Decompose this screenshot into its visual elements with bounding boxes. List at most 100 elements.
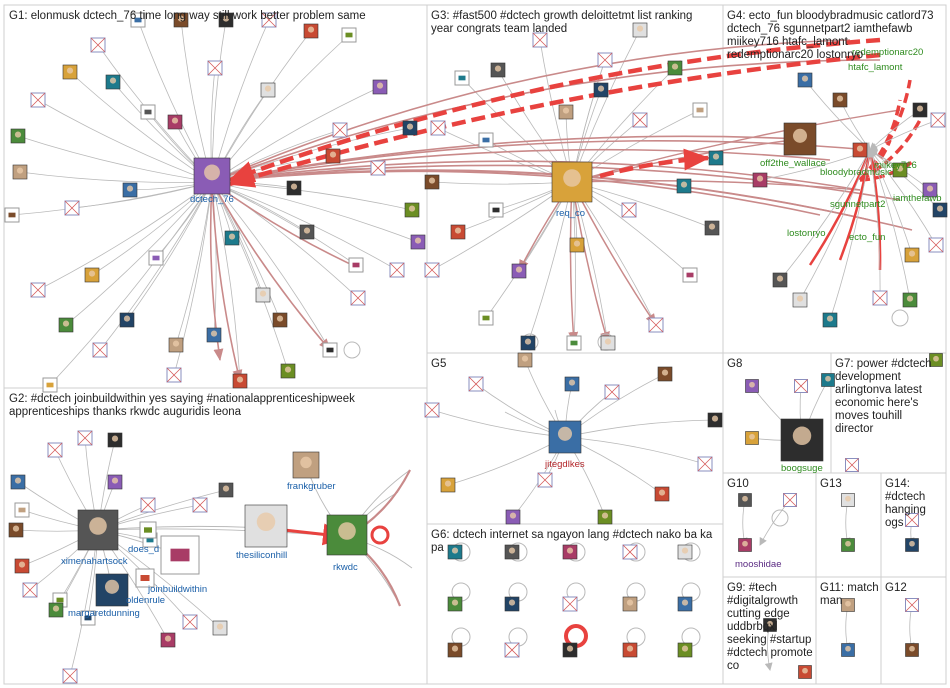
node-oldenrule[interactable] [135, 568, 155, 588]
user-node[interactable] [912, 102, 928, 118]
user-node[interactable] [410, 234, 426, 250]
user-node[interactable] [10, 474, 26, 490]
user-node[interactable] [569, 237, 585, 253]
user-node[interactable] [597, 509, 613, 525]
user-node[interactable] [173, 12, 189, 28]
user-node[interactable] [902, 292, 918, 308]
user-node[interactable] [622, 596, 638, 612]
user-node[interactable] [905, 643, 919, 657]
user-node[interactable] [745, 431, 759, 445]
user-node[interactable] [261, 12, 277, 28]
user-node[interactable] [4, 207, 20, 223]
user-node[interactable] [532, 32, 548, 48]
user-node[interactable] [841, 643, 855, 657]
user-node[interactable] [478, 310, 494, 326]
user-node[interactable] [107, 432, 123, 448]
node-d-square[interactable] [708, 150, 724, 166]
user-node[interactable] [64, 200, 80, 216]
user-node[interactable] [621, 202, 637, 218]
user-node[interactable] [792, 292, 808, 308]
user-node[interactable] [657, 366, 673, 382]
hub-node-dctech-76[interactable] [193, 157, 231, 195]
user-node[interactable] [797, 72, 813, 88]
user-node[interactable] [504, 544, 520, 560]
user-node[interactable] [783, 493, 797, 507]
user-node[interactable] [182, 614, 198, 630]
user-node[interactable] [763, 618, 777, 632]
user-node[interactable] [648, 317, 664, 333]
user-node[interactable] [325, 148, 341, 164]
user-node[interactable] [697, 456, 713, 472]
user-node[interactable] [798, 665, 812, 679]
user-node[interactable] [447, 642, 463, 658]
user-node[interactable] [47, 442, 63, 458]
hub-node-req-co[interactable] [551, 161, 593, 203]
user-node[interactable] [600, 335, 616, 351]
user-node[interactable] [622, 642, 638, 658]
user-node[interactable] [511, 263, 527, 279]
user-node[interactable] [905, 513, 919, 527]
user-node[interactable] [192, 497, 208, 513]
hub-node-ximenahartsock[interactable] [77, 509, 119, 551]
hub-node-frankgruber[interactable] [292, 451, 320, 479]
user-node[interactable] [752, 172, 768, 188]
user-node[interactable] [562, 642, 578, 658]
hub-node-thesiliconhill[interactable] [244, 504, 288, 548]
user-node[interactable] [260, 82, 276, 98]
user-node[interactable] [738, 493, 752, 507]
user-node[interactable] [622, 544, 638, 560]
user-node[interactable] [593, 82, 609, 98]
user-node[interactable] [207, 60, 223, 76]
user-node[interactable] [10, 128, 26, 144]
user-node[interactable] [14, 502, 30, 518]
user-node[interactable] [517, 352, 533, 368]
hub-node-joinbuildwithin[interactable] [160, 535, 200, 575]
user-node[interactable] [206, 327, 222, 343]
user-node[interactable] [30, 92, 46, 108]
user-node[interactable] [745, 379, 759, 393]
user-node[interactable] [167, 114, 183, 130]
user-node[interactable] [872, 290, 888, 306]
user-node[interactable] [22, 582, 38, 598]
user-node[interactable] [42, 377, 58, 393]
user-node[interactable] [119, 312, 135, 328]
user-node[interactable] [303, 23, 319, 39]
user-node[interactable] [350, 290, 366, 306]
user-node[interactable] [841, 493, 855, 507]
user-node[interactable] [558, 104, 574, 120]
user-node[interactable] [772, 272, 788, 288]
user-node[interactable] [255, 287, 271, 303]
user-node[interactable] [930, 112, 946, 128]
user-node[interactable] [654, 486, 670, 502]
user-node[interactable] [845, 458, 859, 472]
user-node[interactable] [30, 282, 46, 298]
user-node[interactable] [148, 250, 164, 266]
user-node[interactable] [404, 202, 420, 218]
user-node[interactable] [821, 373, 835, 387]
user-node[interactable] [932, 202, 948, 218]
user-node[interactable] [504, 596, 520, 612]
user-node[interactable] [794, 379, 808, 393]
user-node[interactable] [692, 102, 708, 118]
user-node[interactable] [424, 402, 440, 418]
user-node[interactable] [707, 412, 723, 428]
user-node[interactable] [928, 237, 944, 253]
user-node[interactable] [832, 92, 848, 108]
user-node[interactable] [341, 27, 357, 43]
user-node[interactable] [450, 224, 466, 240]
user-node[interactable] [682, 267, 698, 283]
user-node[interactable] [490, 62, 506, 78]
user-node[interactable] [48, 602, 64, 618]
user-node[interactable] [677, 596, 693, 612]
user-node[interactable] [632, 112, 648, 128]
user-node[interactable] [520, 335, 536, 351]
user-node[interactable] [447, 596, 463, 612]
user-node[interactable] [332, 122, 348, 138]
user-node[interactable] [704, 220, 720, 236]
user-node[interactable] [160, 632, 176, 648]
user-node[interactable] [348, 257, 364, 273]
hub-node-jitegdlkes[interactable] [548, 420, 582, 454]
user-node[interactable] [440, 477, 456, 493]
user-node[interactable] [224, 230, 240, 246]
user-node[interactable] [447, 544, 463, 560]
